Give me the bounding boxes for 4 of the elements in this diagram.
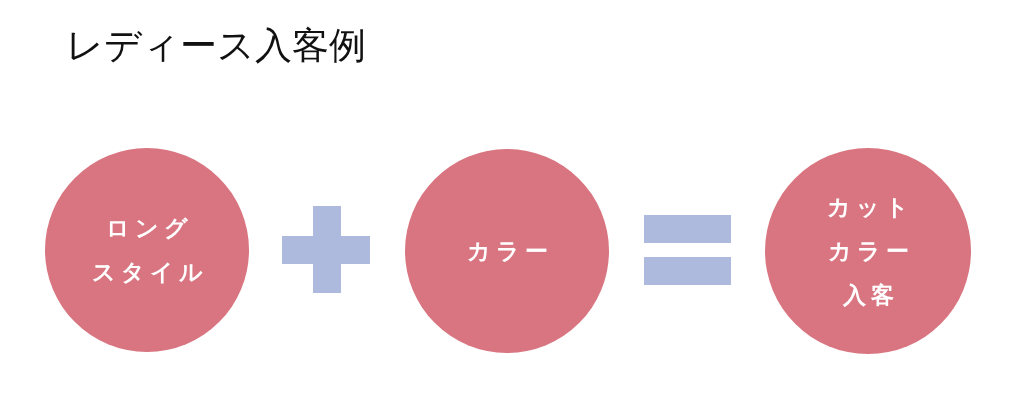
node-label: カラー [465, 237, 553, 266]
node-label: カットカラー入客 [826, 193, 914, 310]
node-label: ロングスタイル [90, 214, 208, 287]
title: レディース入客例 [66, 24, 366, 68]
